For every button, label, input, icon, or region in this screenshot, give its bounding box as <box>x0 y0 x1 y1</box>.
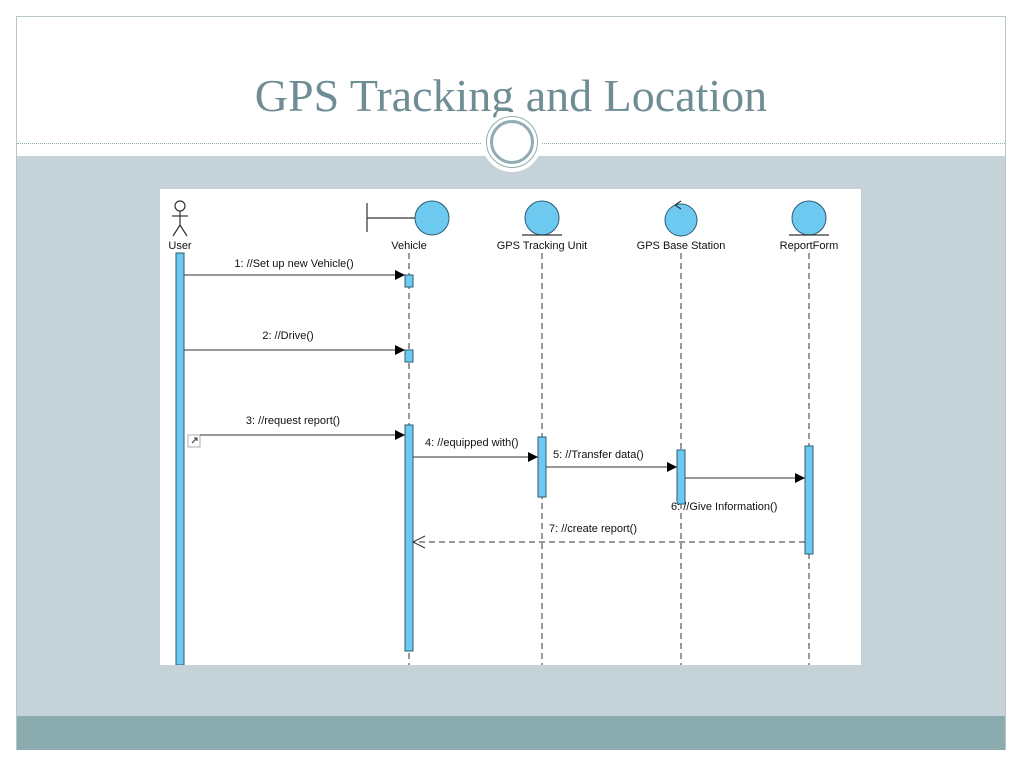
participant-label-gps-tracking-unit: GPS Tracking Unit <box>497 240 587 252</box>
message-3: 3: //request report() <box>200 415 405 440</box>
activation-vehicle-1 <box>404 274 414 288</box>
activation-gps-base-station <box>676 449 686 505</box>
message-label-3: 3: //request report() <box>246 415 340 427</box>
participant-reportform: ReportForm <box>780 200 839 252</box>
activation-bars <box>175 252 814 665</box>
participant-vehicle: Vehicle <box>366 200 450 252</box>
sequence-diagram-canvas: User Vehicle GPS Tracking Unit <box>168 200 839 665</box>
message-6: 6: //Give Information() <box>671 473 805 513</box>
participant-gps-base-station: GPS Base Station <box>637 200 726 252</box>
ornament-ring <box>486 116 538 168</box>
activation-user <box>175 252 185 665</box>
boundary-icon <box>366 200 450 236</box>
activation-vehicle-3 <box>404 424 414 652</box>
message-label-1: 1: //Set up new Vehicle() <box>234 258 353 270</box>
message-5: 5: //Transfer data() <box>546 449 677 472</box>
activation-vehicle-2 <box>404 349 414 363</box>
message-label-5: 5: //Transfer data() <box>553 449 644 461</box>
participant-gps-tracking-unit: GPS Tracking Unit <box>497 200 587 252</box>
note-marker-icon <box>187 434 201 448</box>
message-label-6: 6: //Give Information() <box>671 501 777 513</box>
actor-stick-figure-icon <box>172 200 188 237</box>
message-label-7: 7: //create report() <box>549 523 637 535</box>
ornament-inner-ring <box>490 120 534 164</box>
entity-icon <box>789 200 829 236</box>
sequence-diagram: User Vehicle GPS Tracking Unit <box>160 189 861 665</box>
participant-label-vehicle: Vehicle <box>391 240 426 252</box>
footer-bar <box>17 716 1005 750</box>
message-7: 7: //create report() <box>411 523 805 549</box>
control-icon <box>664 200 698 237</box>
activation-gps-tracking-unit <box>537 436 547 498</box>
message-label-2: 2: //Drive() <box>262 330 313 342</box>
participant-label-reportform: ReportForm <box>780 240 839 252</box>
message-2: 2: //Drive() <box>184 330 405 355</box>
message-label-4: 4: //equipped with() <box>425 437 519 449</box>
message-4: 4: //equipped with() <box>413 437 538 462</box>
entity-icon <box>522 200 562 236</box>
participant-label-user: User <box>168 240 192 252</box>
activation-reportform <box>804 445 814 555</box>
participant-user: User <box>168 200 192 252</box>
message-1: 1: //Set up new Vehicle() <box>184 258 405 280</box>
participant-label-gps-base-station: GPS Base Station <box>637 240 726 252</box>
